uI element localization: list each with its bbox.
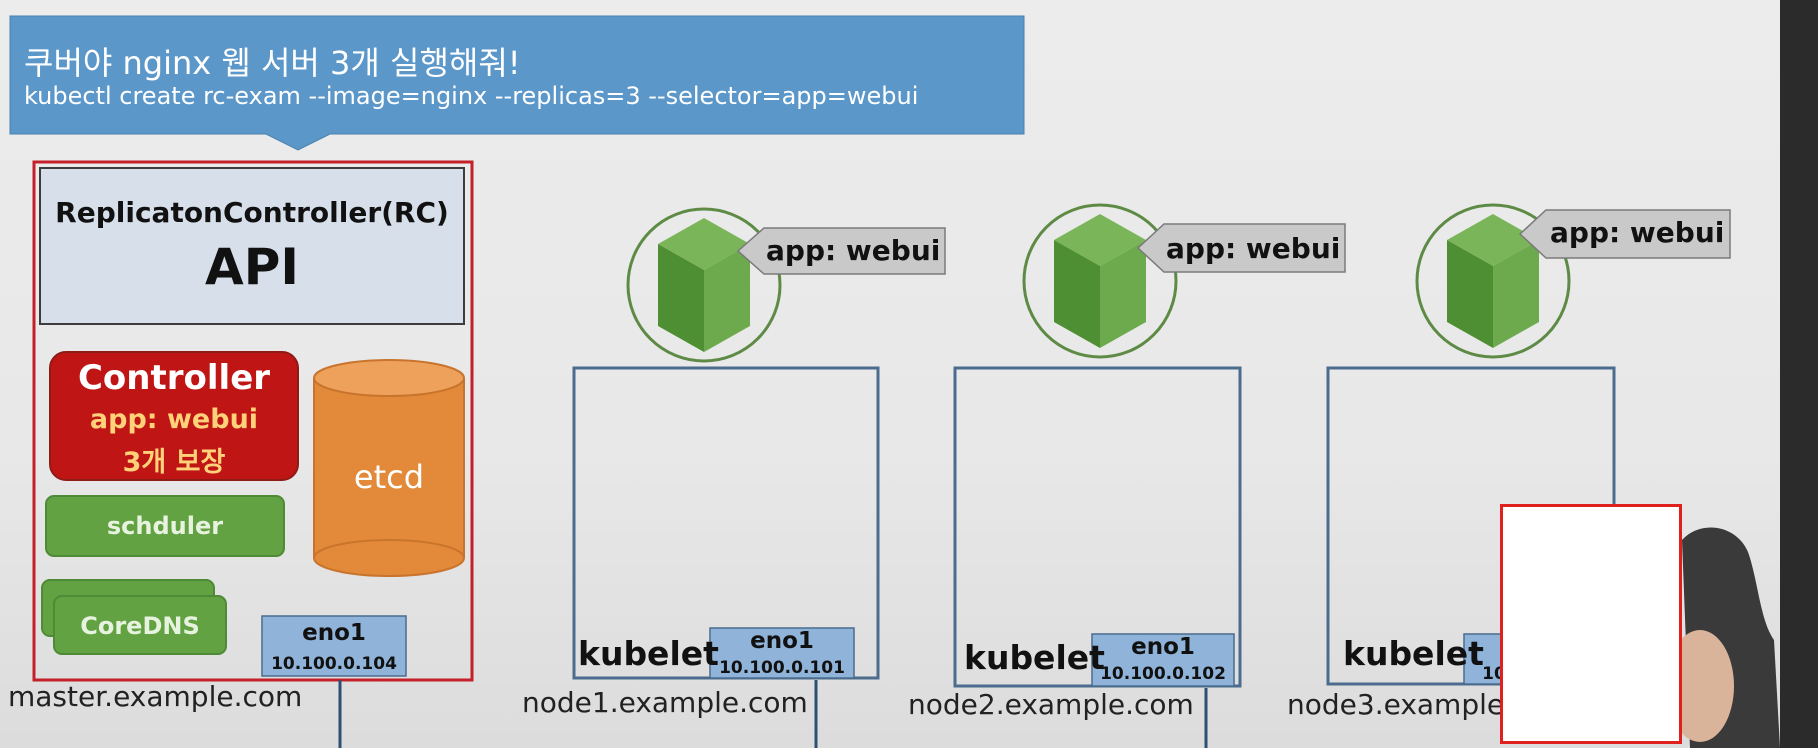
banner-request-text: 쿠버야 nginx 웹 서버 3개 실행해줘! bbox=[24, 44, 521, 82]
node1-eno-ip: 10.100.0.101 bbox=[719, 658, 845, 678]
speaker-silhouette bbox=[1666, 527, 1780, 748]
master-eno-ip: 10.100.0.104 bbox=[271, 654, 397, 674]
node3-eno-ip: 10 bbox=[1482, 664, 1506, 684]
node2-eno-name: eno1 bbox=[1131, 634, 1195, 660]
node2-kubelet-label: kubelet bbox=[964, 638, 1105, 677]
pod1-tag-shape bbox=[736, 227, 946, 275]
node1-hostname: node1.example.com bbox=[522, 686, 808, 719]
pod3 bbox=[1415, 203, 1571, 359]
etcd-body bbox=[314, 378, 464, 558]
node3-hostname: node3.example bbox=[1287, 688, 1505, 721]
scheduler-box bbox=[45, 495, 285, 557]
dark-edge bbox=[1780, 0, 1818, 748]
controller-title: Controller bbox=[77, 358, 271, 398]
master-eno-box bbox=[261, 615, 407, 677]
etcd-top bbox=[313, 359, 465, 397]
banner-command-text: kubectl create rc-exam --image=nginx --r… bbox=[24, 82, 919, 110]
master-hostname: master.example.com bbox=[8, 680, 303, 713]
node3-kubelet-label: kubelet bbox=[1343, 634, 1484, 673]
coredns-label: CoreDNS bbox=[80, 612, 200, 640]
node2-hostname: node2.example.com bbox=[908, 688, 1194, 721]
node1-eno-name: eno1 bbox=[750, 628, 814, 654]
command-banner-shape bbox=[9, 15, 1025, 151]
master-box bbox=[32, 160, 474, 682]
pod3-tag-shape bbox=[1518, 209, 1731, 259]
rc-title: ReplicatonController(RC) bbox=[55, 196, 449, 229]
pod1-label: app: webui bbox=[766, 234, 941, 267]
node1-kubelet-label: kubelet bbox=[578, 634, 719, 673]
api-label: API bbox=[205, 238, 299, 296]
etcd-label: etcd bbox=[353, 458, 425, 496]
pod3-label: app: webui bbox=[1550, 216, 1725, 249]
node2-eno-ip: 10.100.0.102 bbox=[1100, 664, 1226, 684]
pod2-tag-shape bbox=[1136, 223, 1346, 273]
pod2-label: app: webui bbox=[1166, 232, 1341, 265]
controller-replicas: 3개 보장 bbox=[122, 447, 226, 478]
etcd-bottom bbox=[313, 539, 465, 577]
rc-api-box bbox=[39, 167, 465, 325]
webcam-overlay bbox=[1500, 504, 1682, 744]
scheduler-label: schduler bbox=[106, 512, 224, 540]
node1-eno-box bbox=[709, 627, 855, 679]
pod2 bbox=[1022, 203, 1178, 359]
controller-selector: app: webui bbox=[89, 404, 259, 435]
controller-box bbox=[49, 351, 299, 481]
coredns-box bbox=[53, 595, 227, 655]
pod1 bbox=[626, 207, 782, 363]
node2-eno-box bbox=[1091, 633, 1235, 687]
master-eno-name: eno1 bbox=[302, 620, 366, 646]
